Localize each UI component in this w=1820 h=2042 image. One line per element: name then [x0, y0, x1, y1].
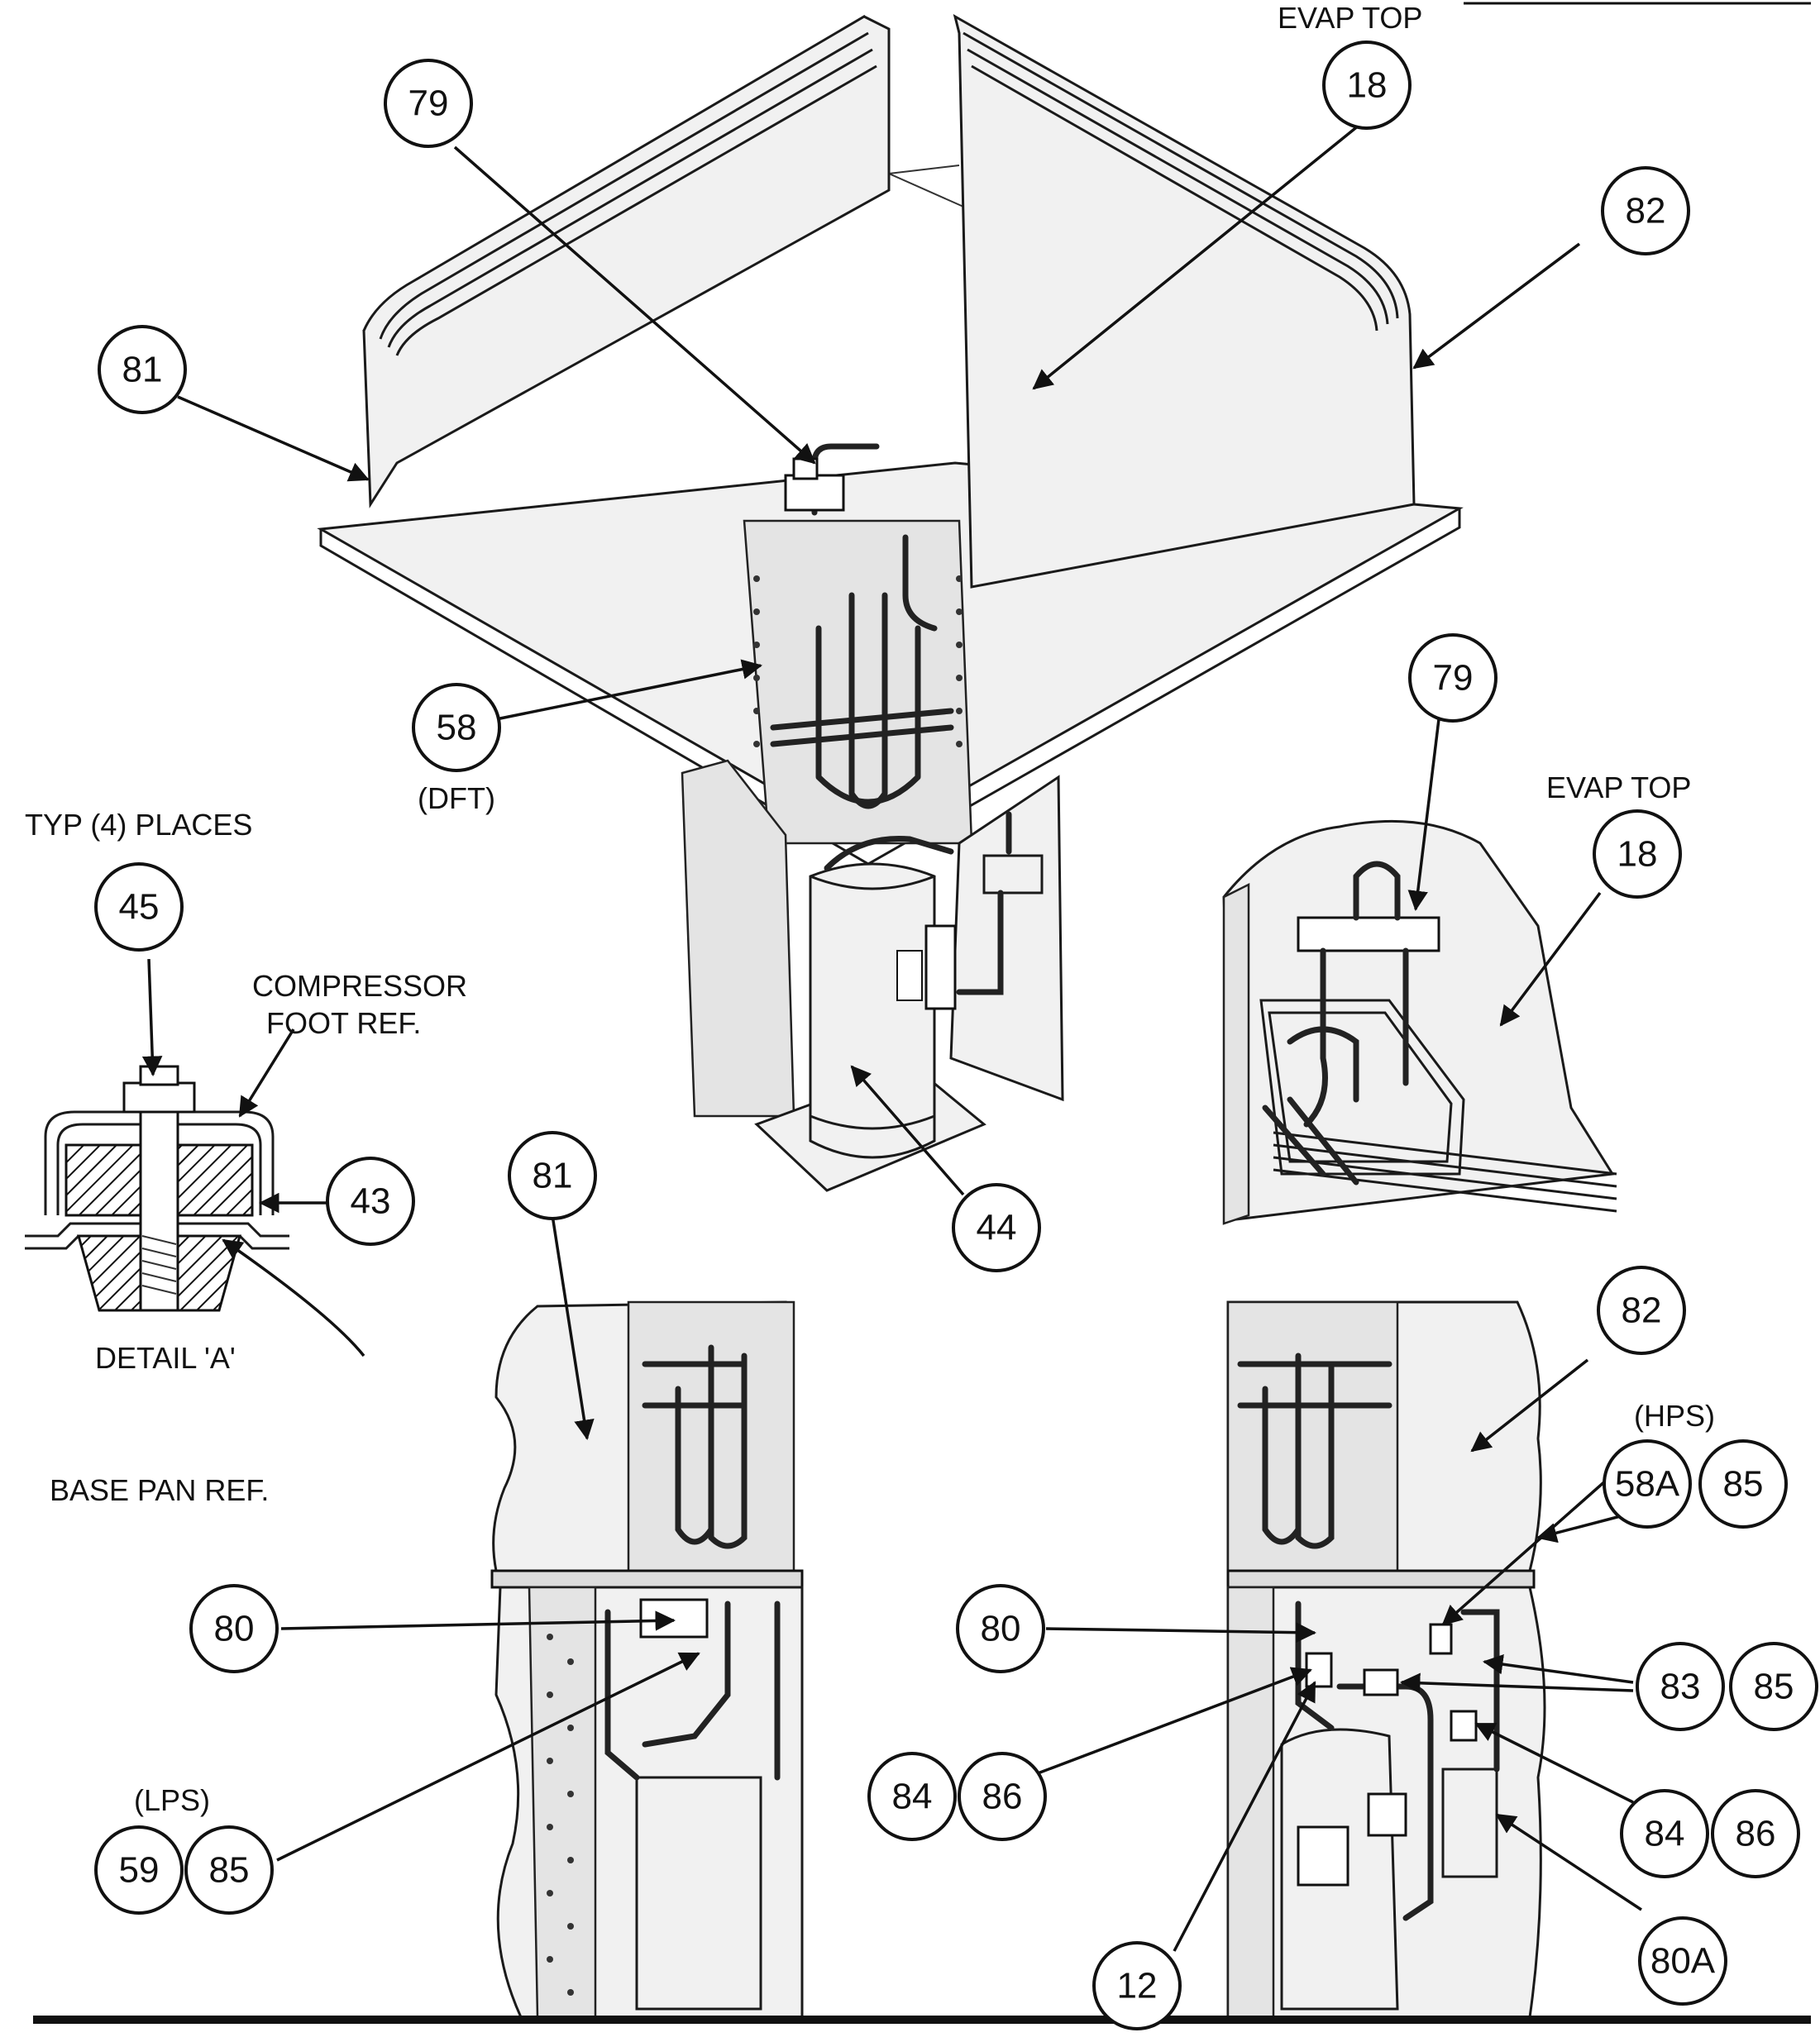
svg-text:12: 12 — [1117, 1966, 1158, 2006]
svg-text:83: 83 — [1660, 1667, 1701, 1707]
corner-coil — [743, 519, 973, 845]
callout-82-lower: 82 — [1597, 1266, 1686, 1355]
callout-85-lps: 85 — [184, 1825, 274, 1915]
accumulator — [982, 854, 1044, 895]
label-evap-top-side: EVAP TOP — [1546, 771, 1691, 804]
callout-85-mid: 85 — [1729, 1642, 1818, 1731]
reversing-valve — [784, 474, 845, 512]
valve-83 — [1363, 1668, 1399, 1696]
callout-58: 58 — [412, 683, 501, 772]
svg-text:80A: 80A — [1650, 1941, 1716, 1982]
svg-text:86: 86 — [1736, 1814, 1776, 1854]
lower-coil-left — [528, 1586, 597, 2019]
cut-coil — [1222, 882, 1250, 1225]
callout-80a: 80A — [1638, 1916, 1727, 2006]
label-detail-a: DETAIL 'A' — [95, 1341, 236, 1375]
evap-top-detail — [1222, 819, 1617, 1225]
upper-coil-right — [1226, 1300, 1399, 1572]
compressor-left — [635, 1776, 762, 2011]
svg-text:18: 18 — [1617, 834, 1658, 875]
svg-text:86: 86 — [982, 1777, 1023, 1817]
svg-text:44: 44 — [977, 1208, 1017, 1248]
fin-dots — [753, 575, 963, 747]
compressor — [809, 862, 936, 1159]
callout-18-side: 18 — [1593, 809, 1682, 899]
svg-text:79: 79 — [408, 83, 449, 124]
callout-59: 59 — [94, 1825, 184, 1915]
svg-text:79: 79 — [1433, 658, 1474, 699]
svg-text:18: 18 — [1347, 65, 1388, 106]
callout-82-top: 82 — [1601, 166, 1690, 255]
sensor-hps — [1429, 1623, 1453, 1655]
svg-text:81: 81 — [122, 350, 163, 390]
lower-right-unit — [1226, 1300, 1546, 2019]
svg-text:43: 43 — [351, 1181, 391, 1222]
svg-text:85: 85 — [1754, 1667, 1794, 1707]
label-base-pan-ref: BASE PAN REF. — [50, 1473, 269, 1507]
callout-80-right: 80 — [956, 1584, 1045, 1673]
bottom-rule — [33, 2016, 1811, 2024]
svg-text:81: 81 — [533, 1156, 573, 1196]
lower-left-unit — [490, 1300, 804, 2019]
lower-fin-dots — [547, 1634, 574, 1996]
svg-text:85: 85 — [209, 1850, 250, 1891]
label-typ-places: TYP (4) PLACES — [25, 808, 252, 842]
control-box-left — [639, 1598, 709, 1639]
svg-text:85: 85 — [1723, 1464, 1764, 1505]
lower-cabinet-left — [681, 759, 795, 1118]
callout-84-left: 84 — [867, 1752, 957, 1841]
svg-text:82: 82 — [1626, 191, 1666, 231]
valve-side — [1297, 916, 1440, 952]
svg-text:82: 82 — [1622, 1291, 1662, 1331]
label-hps: (HPS) — [1634, 1399, 1715, 1433]
svg-text:80: 80 — [981, 1609, 1021, 1649]
leader-lines — [141, 106, 1642, 1952]
label-lps: (LPS) — [134, 1783, 210, 1817]
callout-84-right: 84 — [1620, 1789, 1709, 1878]
callout-85-hps: 85 — [1698, 1439, 1788, 1529]
svg-text:45: 45 — [119, 887, 160, 928]
bolt-head — [122, 1081, 196, 1114]
callout-86-right: 86 — [1711, 1789, 1800, 1878]
label-compressor: COMPRESSOR — [252, 969, 467, 1003]
valve-84-right — [1450, 1710, 1478, 1742]
divider-left — [490, 1569, 804, 1589]
callout-45: 45 — [94, 862, 184, 952]
callout-83: 83 — [1636, 1642, 1725, 1731]
accumulator-right — [1441, 1768, 1498, 1878]
callout-80-left: 80 — [189, 1584, 279, 1673]
label-foot-ref: FOOT REF. — [266, 1006, 421, 1040]
svg-text:58: 58 — [437, 708, 477, 748]
callout-79-top: 79 — [384, 59, 473, 148]
callout-43: 43 — [326, 1157, 415, 1246]
callout-18-top: 18 — [1322, 41, 1412, 130]
svg-text:58A: 58A — [1615, 1464, 1680, 1505]
svg-text:84: 84 — [1645, 1814, 1685, 1854]
detail-a — [25, 1065, 289, 1312]
svg-text:84: 84 — [892, 1777, 933, 1817]
coil-right-wall — [953, 13, 1416, 589]
label-evap-top-top: EVAP TOP — [1278, 1, 1422, 35]
callout-58a: 58A — [1603, 1439, 1692, 1529]
callout-12: 12 — [1092, 1941, 1182, 2030]
callout-81-lower: 81 — [508, 1131, 597, 1220]
svg-text:59: 59 — [119, 1850, 160, 1891]
label-dft: (DFT) — [418, 781, 495, 815]
svg-text:80: 80 — [214, 1609, 255, 1649]
callout-79-side: 79 — [1408, 633, 1498, 723]
callout-44: 44 — [952, 1183, 1041, 1272]
callout-86-left: 86 — [958, 1752, 1047, 1841]
top-assembly — [317, 13, 1464, 1192]
coil-left-wall — [362, 15, 891, 508]
callout-81-top: 81 — [98, 325, 187, 414]
